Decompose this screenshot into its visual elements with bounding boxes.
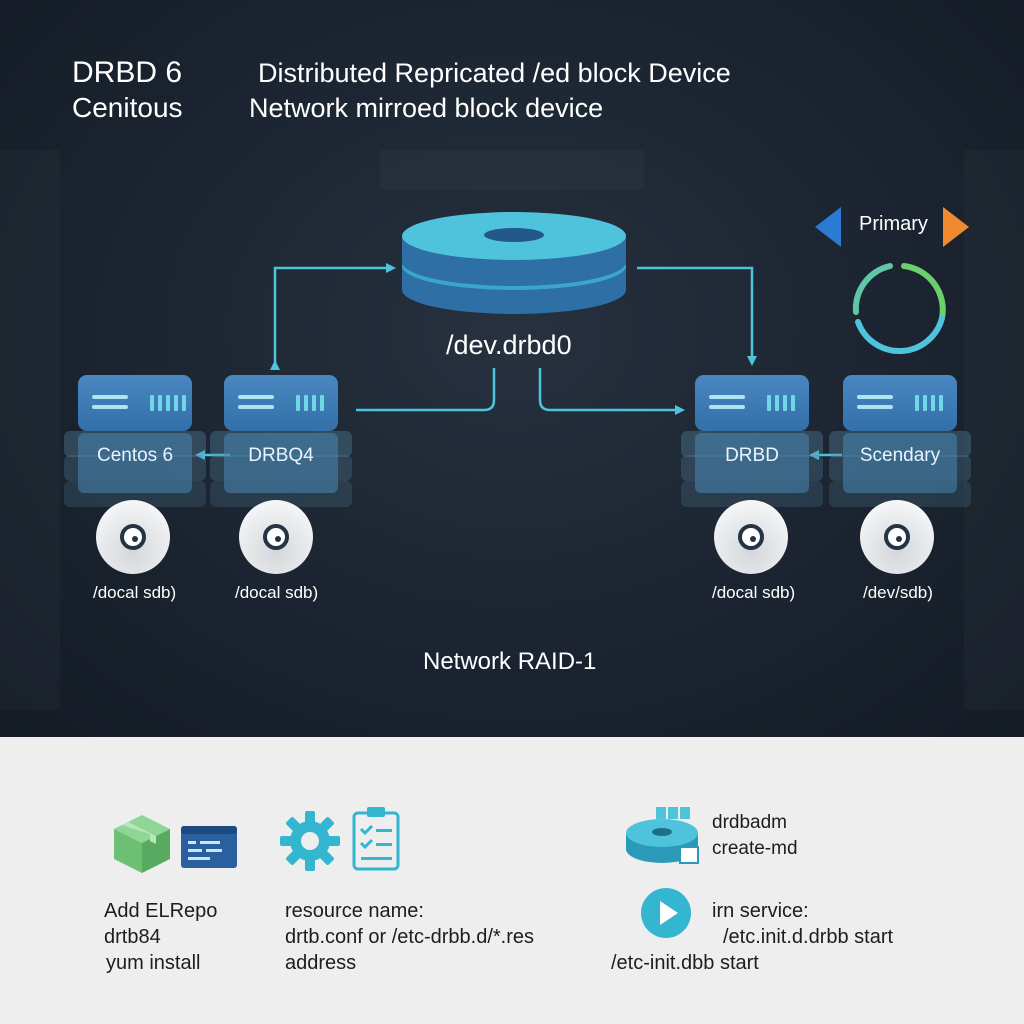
disk-icon (860, 500, 934, 574)
wire-left-loop (270, 263, 396, 370)
terminal-window-icon (181, 826, 237, 868)
wire-right-loop (637, 266, 757, 366)
disk-path-label: /docal sdb) (712, 583, 796, 602)
step-create-line-2: create-md (712, 838, 798, 859)
step-install-line-3: yum install (106, 952, 201, 974)
step-config-line-1: resource name: (285, 900, 424, 922)
server-node-4: Scendary (829, 375, 971, 507)
step-install-line-1: Add ELRepo (104, 900, 218, 922)
page-title: DRBD 6 (72, 56, 183, 89)
server-label: DRBD (725, 445, 779, 466)
primary-left-arrow-icon (815, 207, 841, 247)
disk-stack-icon (402, 212, 626, 314)
step-service-line-1: irn service: (712, 900, 809, 922)
disk-path-label: /docal sdb) (93, 583, 177, 602)
wire-device-right (538, 368, 685, 415)
step-service-line-2: /etc.init.d.drbb start (723, 926, 894, 948)
disk-icon (714, 500, 788, 574)
connection-wires (195, 207, 969, 460)
server-node-1: Centos 6 (64, 375, 206, 507)
server-label: Scendary (859, 445, 941, 466)
diagram-panel: DRBD 6 Cenitous Distributed Repricated /… (0, 0, 1024, 737)
play-icon (641, 888, 691, 938)
shared-device-label: /dev.drbd0 (446, 330, 572, 360)
server-icon (695, 375, 809, 431)
step-service-line-3: /etc-init.dbb start (611, 952, 759, 974)
title-description-sub: Network mirroed block device (249, 93, 604, 123)
disk-create-icon (626, 807, 699, 864)
primary-status-label: Primary (859, 213, 928, 235)
server-body (695, 433, 809, 493)
wire-device-left (356, 368, 496, 412)
sync-ring-icon (852, 263, 946, 355)
checklist-icon (352, 807, 400, 871)
step-install-line-2: drtb84 (104, 926, 161, 948)
server-label: Centos 6 (96, 445, 174, 466)
server-label: DRBQ4 (248, 445, 314, 466)
server-icon (843, 375, 957, 431)
server-node-2: DRBQ4 (210, 375, 352, 507)
server-node-3: DRBD (681, 375, 823, 507)
step-config-line-3: address (285, 952, 357, 974)
disk-path-label: /dev/sdb) (863, 583, 933, 602)
server-body (224, 433, 338, 493)
disk-path-label: /docal sdb) (235, 583, 319, 602)
gear-icon (280, 811, 340, 871)
server-icon (224, 375, 338, 431)
primary-right-arrow-icon (943, 207, 969, 247)
page-subtitle: Cenitous (72, 92, 183, 123)
step-config-line-2: drtb.conf or /etc-drbb.d/*.res (285, 926, 535, 948)
title-description: Distributed Repricated /ed block Device (258, 58, 731, 88)
package-box-icon (114, 815, 170, 873)
step-create-line-1: drdbadm (712, 812, 787, 833)
server-body (843, 433, 957, 493)
steps-panel: Add ELRepo drtb84 yum install resource n… (0, 737, 1024, 1024)
disk-icon (239, 500, 313, 574)
server-body (78, 433, 192, 493)
server-icon (78, 375, 192, 431)
disk-icon (96, 500, 170, 574)
network-raid-label: Network RAID-1 (423, 648, 597, 675)
